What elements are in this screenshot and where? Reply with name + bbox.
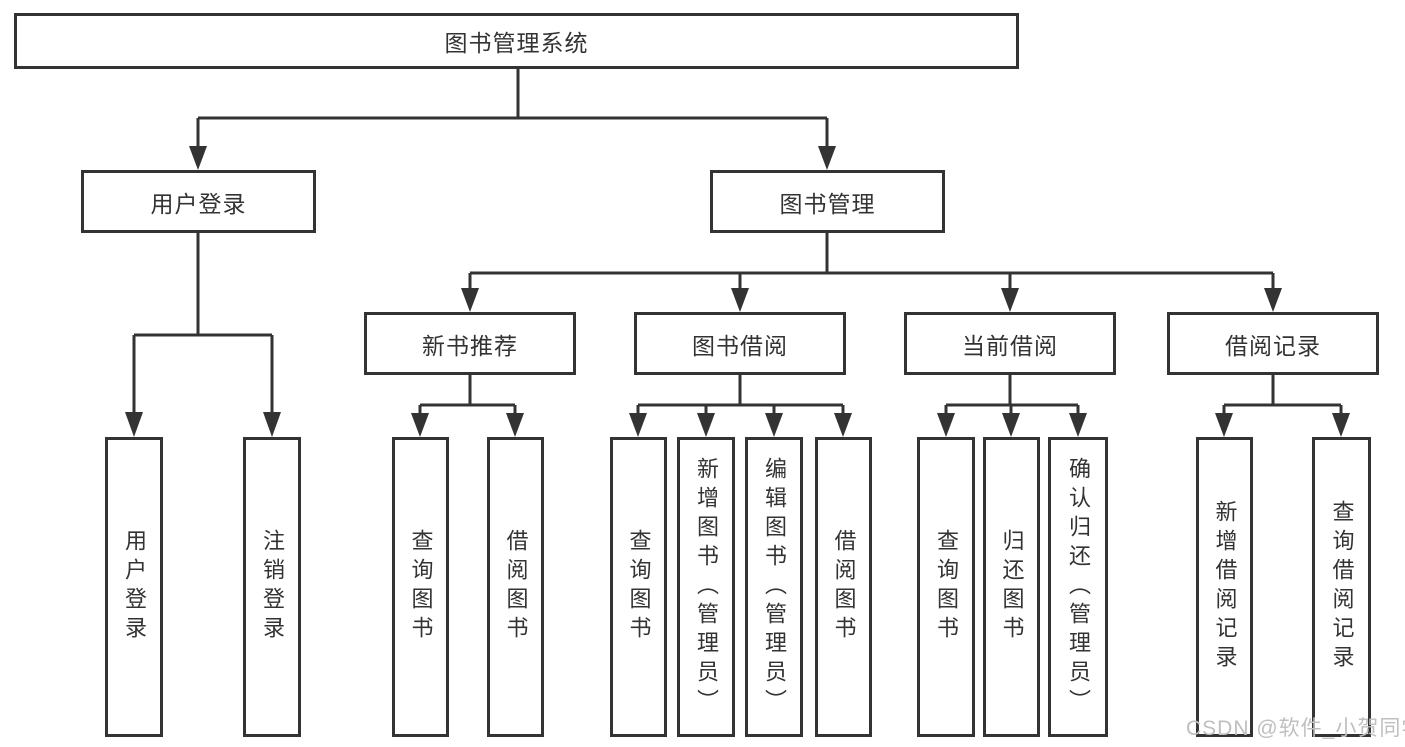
leaf-cb-confirm-return-admin-label: 确认归还（管理员） bbox=[1066, 456, 1091, 718]
leaf-nbr-query-books-label: 查询图书 bbox=[408, 529, 434, 645]
leaf-nbr-borrow-books: 借阅图书 bbox=[487, 437, 544, 737]
leaf-cb-query-books-label: 查询图书 bbox=[934, 529, 959, 645]
node-book-management: 图书管理 bbox=[710, 170, 945, 233]
node-book-borrow: 图书借阅 bbox=[634, 312, 846, 375]
leaf-cb-return-books: 归还图书 bbox=[983, 437, 1040, 737]
leaf-bb-edit-books-admin-label: 编辑图书（管理员） bbox=[762, 456, 787, 718]
node-borrow-record-label: 借阅记录 bbox=[1225, 332, 1321, 359]
leaf-user-login: 用户登录 bbox=[105, 437, 163, 737]
leaf-logout-label: 注销登录 bbox=[260, 529, 285, 645]
leaf-bb-borrow-books: 借阅图书 bbox=[815, 437, 872, 737]
node-book-borrow-label: 图书借阅 bbox=[692, 332, 788, 359]
node-current-borrow-label: 当前借阅 bbox=[962, 332, 1058, 359]
leaf-br-add-record: 新增借阅记录 bbox=[1196, 437, 1253, 737]
arrow-down-icons bbox=[125, 146, 1350, 437]
leaf-bb-add-books-admin-label: 新增图书（管理员） bbox=[694, 456, 719, 718]
leaf-cb-query-books: 查询图书 bbox=[917, 437, 975, 737]
leaf-br-add-record-label: 新增借阅记录 bbox=[1212, 500, 1238, 674]
node-root: 图书管理系统 bbox=[14, 13, 1019, 69]
node-user-login: 用户登录 bbox=[81, 170, 316, 233]
csdn-watermark: CSDN @软件_小贺同学 bbox=[1186, 717, 1405, 740]
leaf-br-query-record-label: 查询借阅记录 bbox=[1329, 500, 1355, 674]
leaf-nbr-borrow-books-label: 借阅图书 bbox=[503, 529, 529, 645]
node-borrow-record: 借阅记录 bbox=[1167, 312, 1379, 375]
leaf-cb-confirm-return-admin: 确认归还（管理员） bbox=[1048, 437, 1108, 737]
node-root-label: 图书管理系统 bbox=[444, 30, 589, 56]
leaf-user-login-label: 用户登录 bbox=[122, 529, 147, 645]
leaf-bb-add-books-admin: 新增图书（管理员） bbox=[677, 437, 735, 737]
leaf-bb-query-books-label: 查询图书 bbox=[626, 529, 652, 645]
node-book-management-label: 图书管理 bbox=[779, 190, 876, 217]
node-new-book-recommend: 新书推荐 bbox=[364, 312, 576, 375]
leaf-bb-edit-books-admin: 编辑图书（管理员） bbox=[745, 437, 803, 737]
leaf-bb-query-books: 查询图书 bbox=[610, 437, 667, 737]
node-user-login-label: 用户登录 bbox=[150, 190, 247, 217]
leaf-nbr-query-books: 查询图书 bbox=[392, 437, 449, 737]
node-new-book-recommend-label: 新书推荐 bbox=[422, 332, 518, 359]
node-current-borrow: 当前借阅 bbox=[904, 312, 1116, 375]
leaf-br-query-record: 查询借阅记录 bbox=[1312, 437, 1371, 737]
leaf-cb-return-books-label: 归还图书 bbox=[999, 529, 1025, 645]
leaf-logout: 注销登录 bbox=[243, 437, 301, 737]
connector-paths bbox=[132, 69, 1343, 415]
leaf-bb-borrow-books-label: 借阅图书 bbox=[831, 529, 857, 645]
